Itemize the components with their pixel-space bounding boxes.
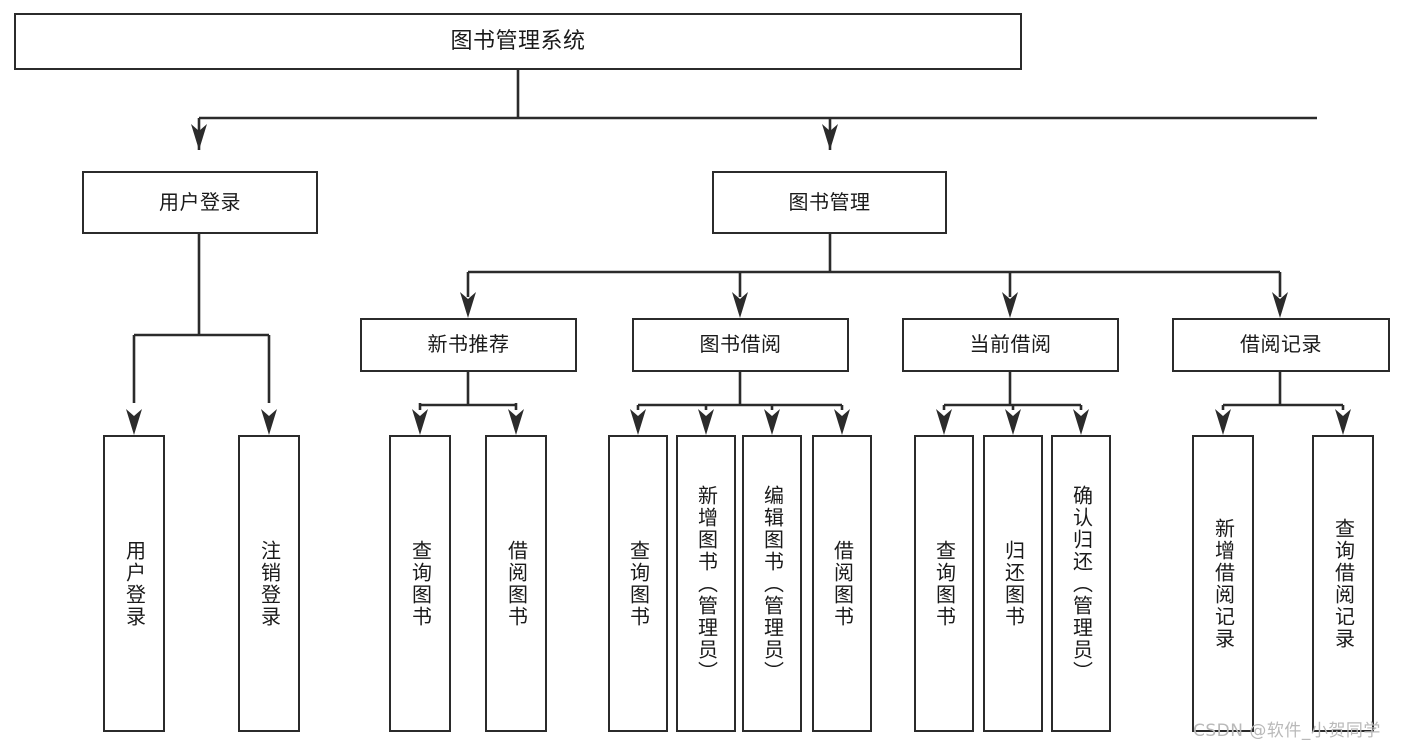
node-label: 新增图书（管理员）: [694, 484, 719, 683]
node-label: 查询图书: [932, 539, 957, 628]
node-label: 新书推荐: [427, 332, 510, 357]
node-label: 查询图书: [408, 539, 433, 628]
leaf-borrow-borrow-book[interactable]: 借阅图书: [812, 435, 872, 732]
node-user-login[interactable]: 用户登录: [82, 171, 318, 234]
node-new-book-recommend[interactable]: 新书推荐: [360, 318, 577, 372]
node-current-borrow[interactable]: 当前借阅: [902, 318, 1119, 372]
leaf-borrow-query-book[interactable]: 查询图书: [608, 435, 668, 732]
leaf-borrow-add-book-admin[interactable]: 新增图书（管理员）: [676, 435, 736, 732]
node-borrow-record[interactable]: 借阅记录: [1172, 318, 1390, 372]
node-label: 注销登录: [257, 539, 282, 628]
node-label: 当前借阅: [969, 332, 1052, 357]
node-label: 图书管理系统: [450, 28, 586, 54]
node-label: 新增借阅记录: [1211, 517, 1236, 650]
node-label: 编辑图书（管理员）: [760, 484, 785, 683]
leaf-borrow-edit-book-admin[interactable]: 编辑图书（管理员）: [742, 435, 802, 732]
leaf-current-return-book[interactable]: 归还图书: [983, 435, 1043, 732]
leaf-current-confirm-return-admin[interactable]: 确认归还（管理员）: [1051, 435, 1111, 732]
node-label: 用户登录: [122, 539, 147, 628]
node-label: 查询借阅记录: [1331, 517, 1356, 650]
leaf-user-login-logout[interactable]: 注销登录: [238, 435, 300, 732]
node-root-system[interactable]: 图书管理系统: [14, 13, 1022, 70]
leaf-recommend-borrow-book[interactable]: 借阅图书: [485, 435, 547, 732]
node-book-borrow[interactable]: 图书借阅: [632, 318, 849, 372]
node-label: 图书管理: [788, 189, 871, 214]
node-label: 借阅图书: [504, 539, 529, 628]
leaf-recommend-query-book[interactable]: 查询图书: [389, 435, 451, 732]
leaf-current-query-book[interactable]: 查询图书: [914, 435, 974, 732]
leaf-record-query-record[interactable]: 查询借阅记录: [1312, 435, 1374, 732]
node-label: 用户登录: [159, 189, 241, 214]
node-label: 借阅记录: [1240, 332, 1322, 357]
node-label: 确认归还（管理员）: [1069, 484, 1094, 683]
node-book-management[interactable]: 图书管理: [712, 171, 947, 234]
node-label: 图书借阅: [699, 332, 782, 357]
node-label: 借阅图书: [830, 539, 855, 628]
node-label: 查询图书: [626, 539, 651, 628]
leaf-record-add-record[interactable]: 新增借阅记录: [1192, 435, 1254, 732]
leaf-user-login-login[interactable]: 用户登录: [103, 435, 165, 732]
node-label: 归还图书: [1001, 539, 1026, 628]
